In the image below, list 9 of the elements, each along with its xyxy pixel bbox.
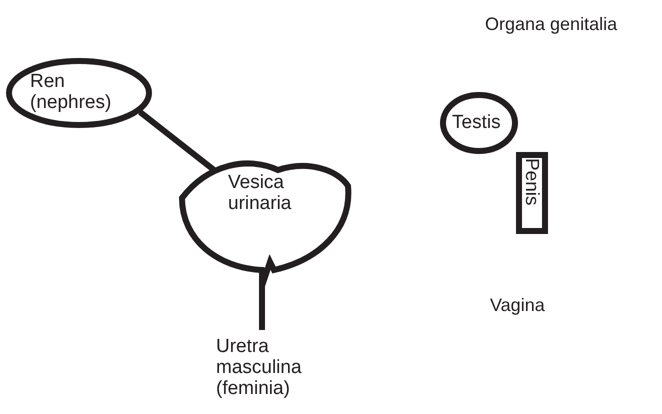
organ-label: Ren (nephres) bbox=[30, 71, 112, 113]
organ-label: Uretra masculina (feminia) bbox=[216, 336, 303, 399]
organ-label: Vesica urinaria bbox=[228, 172, 292, 214]
section-label: Organa genitalia bbox=[485, 14, 618, 35]
organ-label: Testis bbox=[452, 112, 502, 133]
organ-label: Penis bbox=[521, 158, 542, 206]
connector-line bbox=[138, 110, 216, 172]
organ-label: Vagina bbox=[490, 295, 545, 316]
connector-line bbox=[259, 272, 265, 330]
